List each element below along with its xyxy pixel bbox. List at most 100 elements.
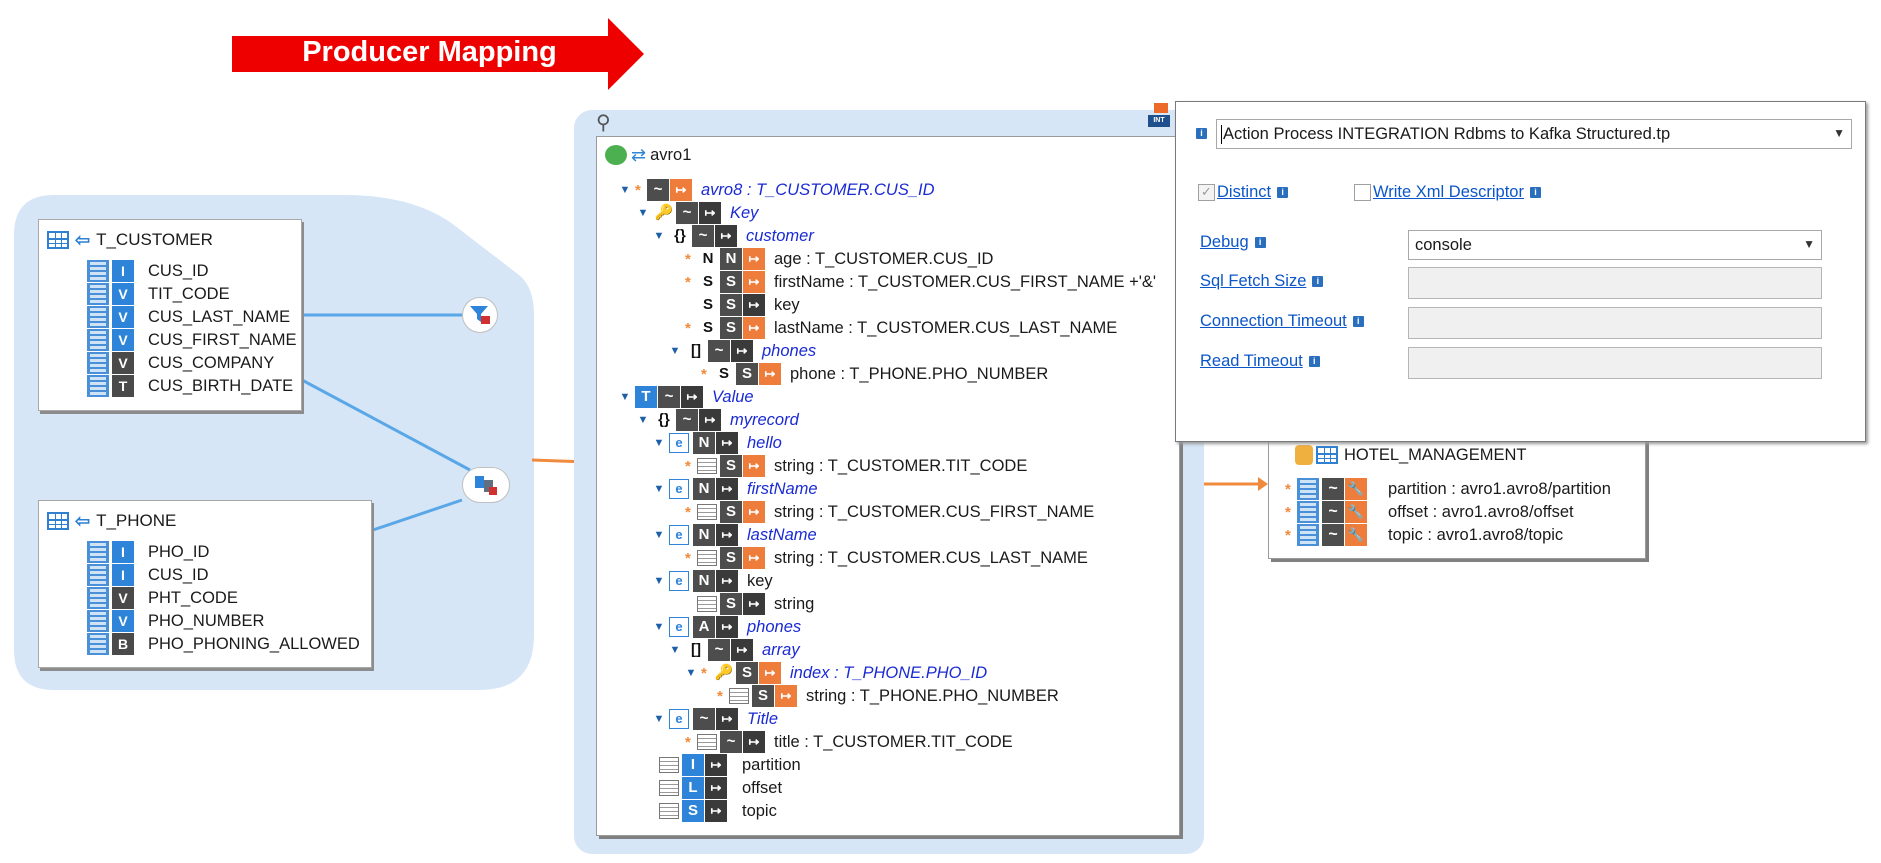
- tree-node[interactable]: ▼[]~↦array: [669, 639, 800, 661]
- tree-node[interactable]: *S↦string : T_CUSTOMER.TIT_CODE: [669, 455, 1027, 477]
- type-badge: T: [112, 375, 134, 397]
- node-label: topic: [742, 801, 777, 820]
- zoom-search-icon[interactable]: ⚲: [596, 112, 611, 134]
- tree-node[interactable]: ▼🔑~↦Key: [637, 202, 758, 224]
- connection-timeout-link[interactable]: Connection Timeout: [1200, 312, 1347, 330]
- distinct-checkbox-row[interactable]: ✓ Distinct i: [1198, 183, 1289, 202]
- integration-icon[interactable]: INT: [1148, 103, 1170, 129]
- tree-node[interactable]: ▼[]~↦phones: [669, 340, 816, 362]
- tree-node[interactable]: *S↦string : T_CUSTOMER.CUS_LAST_NAME: [669, 547, 1088, 569]
- t-phone-header: ⇦ T_PHONE: [47, 509, 176, 533]
- node-label: array: [762, 640, 800, 659]
- sql-fetch-size-link[interactable]: Sql Fetch Size: [1200, 272, 1307, 290]
- debug-link[interactable]: Debug: [1200, 233, 1249, 251]
- chevron-down-icon[interactable]: ▼: [1833, 126, 1845, 140]
- write-xml-link[interactable]: Write Xml Descriptor: [1373, 183, 1524, 201]
- tree-node[interactable]: *~↦title : T_CUSTOMER.TIT_CODE: [669, 731, 1013, 753]
- tree-node[interactable]: ▼*🔑S↦index : T_PHONE.PHO_ID: [685, 662, 987, 684]
- connection-timeout-label-row: Connection Timeout i: [1200, 312, 1364, 331]
- target-hotel-management[interactable]: HOTEL_MANAGEMENT *~🔧partition : avro1.av…: [1268, 423, 1646, 559]
- node-label: key: [747, 571, 773, 590]
- tree-node[interactable]: *S↦string : T_PHONE.PHO_NUMBER: [701, 685, 1059, 707]
- type-badge: V: [112, 306, 134, 328]
- tree-node[interactable]: S↦string: [669, 593, 814, 615]
- write-xml-checkbox-row[interactable]: Write Xml Descriptor i: [1354, 183, 1541, 202]
- join-icon: [475, 476, 497, 495]
- tree-node[interactable]: I↦partition: [659, 754, 801, 776]
- column-icon: [87, 260, 109, 282]
- read-timeout-label-row: Read Timeout i: [1200, 352, 1320, 371]
- tree-node[interactable]: ▼*~↦avro8 : T_CUSTOMER.CUS_ID: [619, 179, 935, 201]
- node-label: partition: [742, 755, 801, 774]
- connection-timeout-input[interactable]: [1408, 307, 1822, 339]
- column-icon: [1297, 478, 1319, 500]
- column-name: PHO_ID: [148, 542, 210, 561]
- type-badge: V: [112, 587, 134, 609]
- chevron-down-icon[interactable]: ▼: [1803, 237, 1815, 251]
- target-row[interactable]: *~🔧partition : avro1.avro8/partition: [1285, 478, 1611, 500]
- tree-node[interactable]: ▼{}~↦myrecord: [637, 409, 799, 431]
- read-timeout-link[interactable]: Read Timeout: [1200, 352, 1303, 370]
- type-badge: V: [112, 352, 134, 374]
- properties-popup[interactable]: i Action Process INTEGRATION Rdbms to Ka…: [1175, 101, 1866, 442]
- column-icon: [1297, 501, 1319, 523]
- target-row[interactable]: *~🔧offset : avro1.avro8/offset: [1285, 501, 1574, 523]
- tree-node[interactable]: ▼T~↦Value: [619, 386, 754, 408]
- tree-node[interactable]: ▼e~↦Title: [653, 708, 778, 730]
- column-row[interactable]: T CUS_BIRTH_DATE: [87, 375, 293, 397]
- tree-node[interactable]: ▼{}~↦customer: [653, 225, 814, 247]
- info-icon: i: [1254, 237, 1266, 248]
- write-xml-checkbox[interactable]: [1354, 184, 1371, 201]
- tree-node[interactable]: *S↦string : T_CUSTOMER.CUS_FIRST_NAME: [669, 501, 1094, 523]
- column-icon: [87, 375, 109, 397]
- process-select[interactable]: Action Process INTEGRATION Rdbms to Kafk…: [1216, 119, 1852, 149]
- info-icon: i: [1312, 276, 1324, 287]
- debug-select[interactable]: console ▼: [1408, 230, 1822, 260]
- column-icon: [87, 352, 109, 374]
- filter-button[interactable]: [462, 297, 498, 333]
- tree-node[interactable]: L↦offset: [659, 777, 782, 799]
- column-name: CUS_ID: [148, 261, 209, 280]
- tree-node[interactable]: S↦topic: [659, 800, 777, 822]
- column-name: CUS_BIRTH_DATE: [148, 376, 294, 395]
- distinct-link[interactable]: Distinct: [1217, 183, 1272, 201]
- distinct-checkbox[interactable]: ✓: [1198, 184, 1215, 201]
- join-button[interactable]: [462, 467, 510, 503]
- node-label: offset: [742, 778, 783, 797]
- table-grid-icon: [1316, 446, 1338, 464]
- mapping-tree-box[interactable]: ⇄ avro1 ▼*~↦avro8 : T_CUSTOMER.CUS_ID ▼🔑…: [596, 136, 1180, 836]
- mapping-icon: [605, 145, 627, 165]
- target-row-label: topic : avro1.avro8/topic: [1388, 525, 1564, 544]
- mapping-root[interactable]: ⇄ avro1: [605, 144, 691, 166]
- sql-fetch-size-input[interactable]: [1408, 267, 1822, 299]
- node-label: index : T_PHONE.PHO_ID: [790, 663, 988, 682]
- read-timeout-input[interactable]: [1408, 347, 1822, 379]
- target-row[interactable]: *~🔧topic : avro1.avro8/topic: [1285, 524, 1563, 546]
- column-icon: [87, 610, 109, 632]
- debug-value: console: [1415, 235, 1472, 254]
- node-label: myrecord: [730, 410, 799, 429]
- table-name: T_CUSTOMER: [96, 230, 213, 249]
